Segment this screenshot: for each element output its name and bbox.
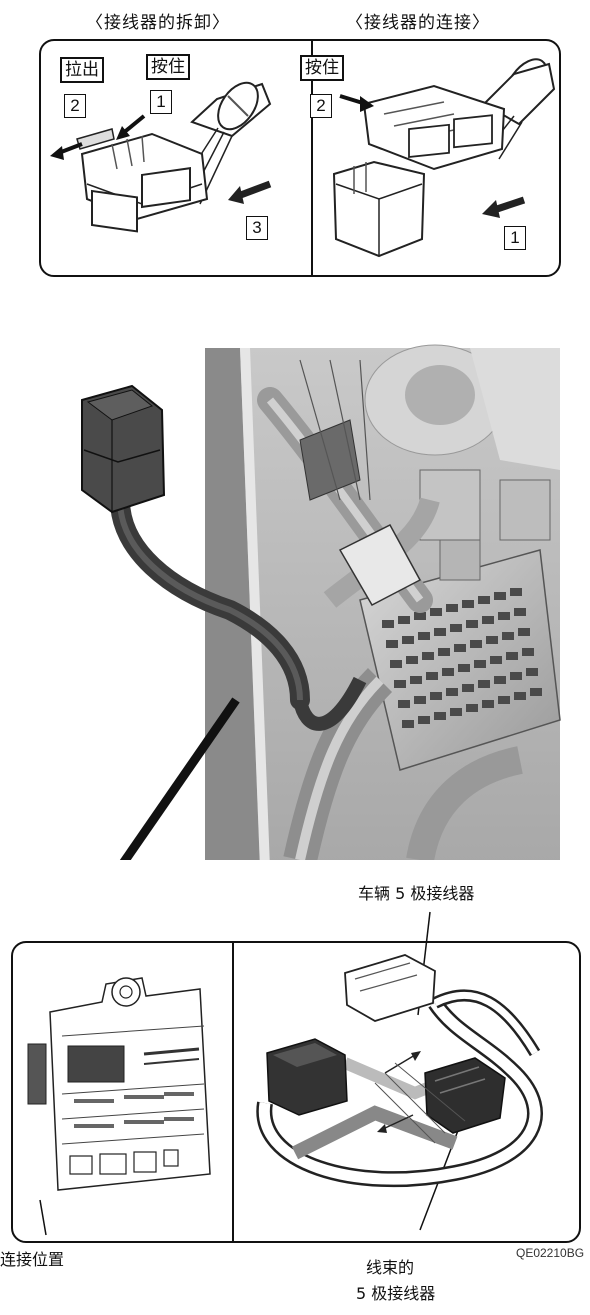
step2-label-left: 2: [64, 94, 86, 118]
pull-out-label: 拉出: [60, 57, 104, 83]
step1-label-right: 1: [504, 226, 526, 250]
harness-connector-label-line2: 5 极接线器: [356, 1284, 436, 1303]
step2-label-right: 2: [310, 94, 332, 118]
removal-title: 〈接线器的拆卸〉: [86, 13, 230, 33]
engine-bay-photo: [81, 344, 561, 860]
removal-connector-drawing: [50, 81, 272, 233]
connection-connector-drawing: [332, 58, 556, 258]
step1-label-left: 1: [150, 90, 172, 114]
figure-code: QE02210BG: [516, 1246, 585, 1260]
fuse-box-drawing: [27, 977, 211, 1191]
press-label-left: 按住: [146, 54, 190, 80]
vehicle-connector-label: 车辆 5 极接线器: [358, 884, 475, 903]
step3-label: 3: [246, 216, 268, 240]
connection-title: 〈接线器的连接〉: [346, 13, 490, 33]
connector-pair-drawing: [256, 954, 543, 1188]
connection-position-label: 连接位置: [0, 1250, 65, 1269]
press-label-right: 按住: [300, 55, 344, 81]
harness-connector-label-line1: 线束的: [366, 1258, 415, 1277]
fuse-grid: [382, 588, 542, 728]
